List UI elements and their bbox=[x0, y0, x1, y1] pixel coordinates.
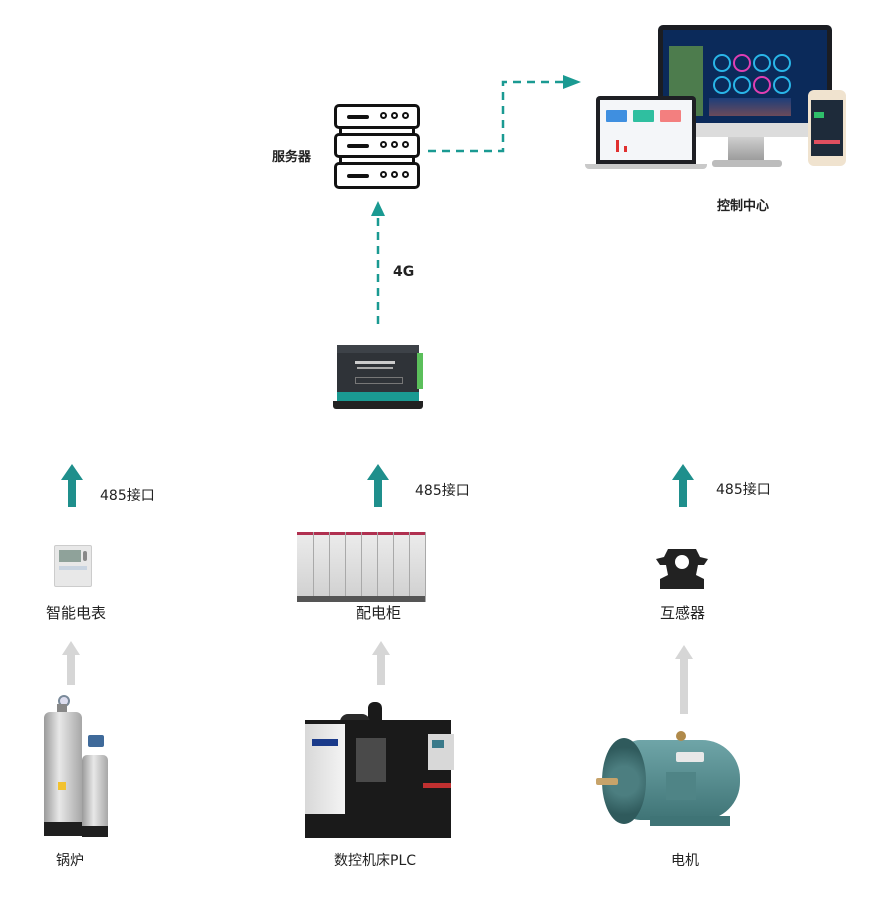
phone-icon bbox=[808, 90, 846, 166]
link-label-485-3: 485接口 bbox=[716, 482, 771, 498]
server-arrowhead bbox=[371, 201, 385, 216]
device-label-cabinet: 配电柜 bbox=[356, 604, 402, 622]
source-label-cnc: 数控机床PLC bbox=[334, 853, 417, 869]
device-label-smart-meter: 智能电表 bbox=[46, 604, 107, 622]
laptop-icon bbox=[596, 96, 696, 164]
arrow-up-source-2 bbox=[372, 641, 390, 685]
arrow-up-485-3 bbox=[672, 464, 694, 507]
distribution-cabinet-icon bbox=[297, 532, 426, 602]
monitor-base bbox=[712, 160, 782, 167]
current-transformer-icon bbox=[656, 545, 708, 591]
link-label-485-2: 485接口 bbox=[415, 483, 470, 499]
arrow-up-source-1 bbox=[62, 641, 80, 685]
monitor-stand bbox=[728, 137, 764, 161]
multi-device-dashboard-icon bbox=[658, 25, 832, 137]
device-label-transformer: 互感器 bbox=[660, 604, 706, 622]
laptop-base bbox=[585, 164, 707, 169]
source-label-motor: 电机 bbox=[671, 853, 699, 869]
link-label-4g: 4G bbox=[393, 264, 415, 280]
4g-gateway-device-icon bbox=[333, 343, 425, 413]
control-center-label: 控制中心 bbox=[717, 199, 770, 214]
arrow-up-source-3 bbox=[675, 645, 693, 714]
server-to-control-center-link bbox=[428, 80, 565, 153]
link-label-485-1: 485接口 bbox=[100, 488, 155, 504]
server-label: 服务器 bbox=[272, 150, 312, 165]
arrow-up-485-1 bbox=[61, 464, 83, 507]
control-center-arrowhead bbox=[563, 75, 581, 89]
arrow-up-485-2 bbox=[367, 464, 389, 507]
server-rack-icon bbox=[334, 104, 424, 199]
source-label-boiler: 锅炉 bbox=[56, 853, 84, 869]
smart-meter-icon bbox=[54, 545, 92, 587]
